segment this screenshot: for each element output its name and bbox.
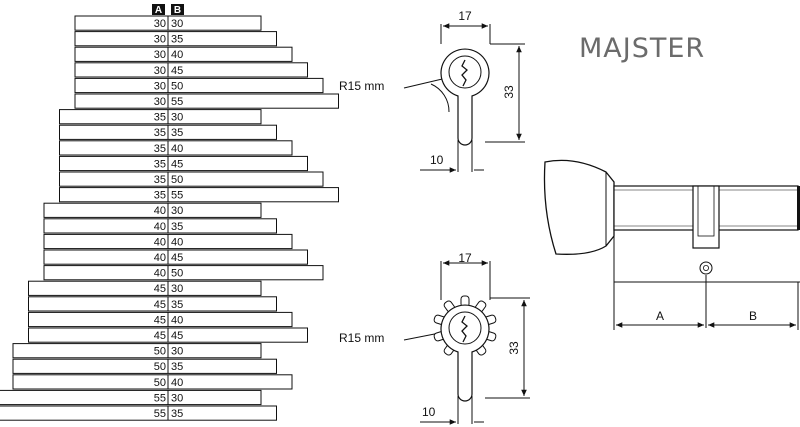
bottom-width-label: 17 <box>458 251 472 265</box>
size-row-b: 30 <box>171 392 183 404</box>
size-row-bar <box>59 155 308 172</box>
size-row-b: 45 <box>171 252 183 264</box>
size-row-a: 45 <box>154 314 166 326</box>
size-row-a: 35 <box>154 158 166 170</box>
size-row-a: 35 <box>154 127 166 139</box>
size-row-b: 30 <box>171 283 183 295</box>
size-row-a: 30 <box>154 49 166 61</box>
header-b-box <box>171 4 184 15</box>
size-row-b: 35 <box>171 299 183 311</box>
size-row-a: 45 <box>154 330 166 342</box>
size-row-b: 35 <box>171 34 183 46</box>
size-row-b: 55 <box>171 96 183 108</box>
header-a-box <box>152 4 165 15</box>
size-row-a: 40 <box>154 268 166 280</box>
cylinder-side-view: A B <box>543 159 800 330</box>
dimension-a-label: A <box>656 309 664 323</box>
size-row-bar <box>59 187 339 203</box>
size-row-a: 45 <box>154 283 166 295</box>
size-row-b: 30 <box>171 112 183 124</box>
size-row-b: 35 <box>171 221 183 233</box>
size-row-b: 30 <box>171 346 183 358</box>
size-row-a: 40 <box>154 205 166 217</box>
size-row-bar <box>0 389 262 406</box>
size-row-a: 35 <box>154 112 166 124</box>
size-row-bar <box>74 77 324 94</box>
size-row-a: 50 <box>154 377 166 389</box>
size-row-a: 35 <box>154 174 166 186</box>
size-row-b: 50 <box>171 268 183 280</box>
size-row-a: 35 <box>154 143 166 155</box>
size-row-b: 45 <box>171 330 183 342</box>
size-row-a: 55 <box>154 392 166 404</box>
size-row-bar <box>12 358 277 374</box>
size-row-a: 35 <box>154 190 166 202</box>
size-row-a: 50 <box>154 346 166 358</box>
size-row-b: 40 <box>171 377 183 389</box>
size-row-bar <box>43 202 262 218</box>
size-row-a: 40 <box>154 221 166 233</box>
size-row-bar <box>12 374 293 390</box>
top-radius-label: R15 mm <box>339 79 384 93</box>
size-row-bar <box>74 31 277 47</box>
size-row-bar <box>43 265 324 281</box>
bottom-height-label: 33 <box>507 341 521 355</box>
size-row-b: 40 <box>171 314 183 326</box>
size-row-b: 35 <box>171 127 183 139</box>
size-row-bar <box>28 296 277 312</box>
size-row-b: 35 <box>171 361 183 373</box>
size-row-b: 40 <box>171 49 183 61</box>
top-height-label: 33 <box>502 85 516 99</box>
size-row-a: 40 <box>154 252 166 264</box>
size-row-a: 30 <box>154 34 166 46</box>
size-row-bar <box>43 218 277 234</box>
size-row-bar <box>12 343 262 359</box>
size-row-bar <box>28 311 293 328</box>
bottom-foot-label: 10 <box>422 405 436 419</box>
size-row-bar <box>59 109 262 125</box>
top-profile-drawing: 17 33 R15 mm 10 <box>339 9 525 173</box>
size-row-a: 30 <box>154 80 166 92</box>
size-row-b: 35 <box>171 408 183 420</box>
size-row-a: 55 <box>154 408 166 420</box>
size-row-bar <box>59 171 324 187</box>
header-b: B <box>174 5 181 16</box>
size-row-bar <box>74 93 339 109</box>
top-width-label: 17 <box>458 9 472 23</box>
size-row-b: 50 <box>171 174 183 186</box>
size-row-bar <box>59 140 293 156</box>
size-row-bar <box>74 62 308 78</box>
size-row-a: 50 <box>154 361 166 373</box>
size-row-bar <box>74 46 293 62</box>
size-row-b: 45 <box>171 65 183 77</box>
size-row-bar <box>43 249 308 265</box>
header-a: A <box>155 5 162 16</box>
size-row-b: 40 <box>171 143 183 155</box>
size-row-bar <box>0 405 277 421</box>
size-row-a: 45 <box>154 299 166 311</box>
bottom-radius-label: R15 mm <box>339 331 384 345</box>
size-row-a: 30 <box>154 18 166 30</box>
dimension-b-label: B <box>749 309 757 323</box>
size-table: A B 30 30 30 35 30 40 30 45 30 50 30 55 35 30 35 35 35 40… <box>0 4 339 421</box>
brand-logo: MAJSTER <box>579 33 705 64</box>
size-row-a: 30 <box>154 96 166 108</box>
size-row-a: 30 <box>154 65 166 77</box>
size-row-b: 30 <box>171 205 183 217</box>
size-row-a: 40 <box>154 236 166 248</box>
top-foot-label: 10 <box>430 153 444 167</box>
bottom-profile-drawing: 17 33 R15 mm 10 <box>339 251 530 425</box>
size-row-b: 30 <box>171 18 183 30</box>
size-row-b: 50 <box>171 80 183 92</box>
size-row-bar <box>28 280 262 296</box>
size-row-b: 40 <box>171 236 183 248</box>
size-row-b: 55 <box>171 190 183 202</box>
size-row-b: 45 <box>171 158 183 170</box>
